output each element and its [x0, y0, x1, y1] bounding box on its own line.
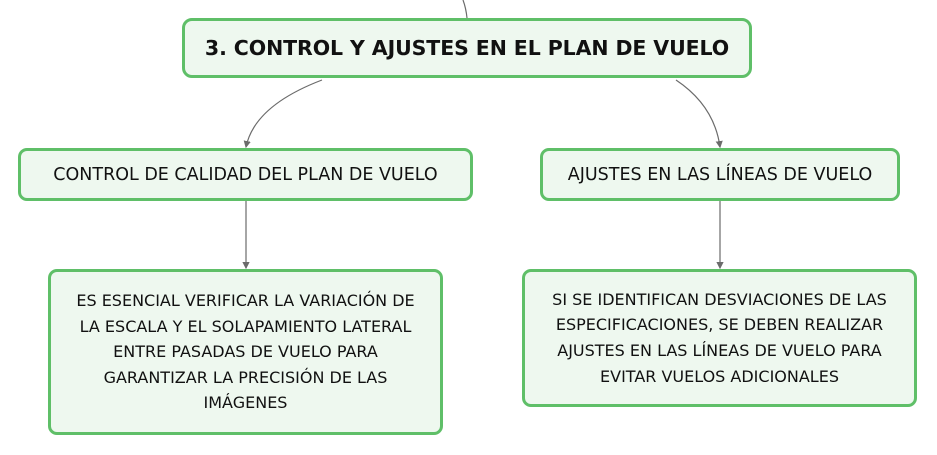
detail-text-quality-control: ES ESENCIAL VERIFICAR LA VARIACIÓN DE LA… [76, 291, 415, 413]
branch-node-quality-control[interactable]: CONTROL DE CALIDAD DEL PLAN DE VUELO [18, 148, 473, 201]
detail-node-flight-line-adjustments[interactable]: SI SE IDENTIFICAN DESVIACIONES DE LAS ES… [522, 269, 917, 407]
detail-node-quality-control[interactable]: ES ESENCIAL VERIFICAR LA VARIACIÓN DE LA… [48, 269, 443, 435]
branch-node-flight-line-adjustments[interactable]: AJUSTES EN LAS LÍNEAS DE VUELO [540, 148, 900, 201]
branch-title-quality-control: CONTROL DE CALIDAD DEL PLAN DE VUELO [53, 164, 438, 185]
root-topic-title: 3. CONTROL Y AJUSTES EN EL PLAN DE VUELO [204, 36, 730, 60]
root-topic-node[interactable]: 3. CONTROL Y AJUSTES EN EL PLAN DE VUELO [182, 18, 752, 78]
branch-title-flight-line-adjustments: AJUSTES EN LAS LÍNEAS DE VUELO [567, 164, 873, 185]
detail-text-flight-line-adjustments: SI SE IDENTIFICAN DESVIACIONES DE LAS ES… [552, 289, 887, 386]
connector-root-to-right-branch [675, 79, 723, 149]
incoming-connector [462, 0, 468, 19]
connector-root-to-left-branch [243, 79, 323, 149]
